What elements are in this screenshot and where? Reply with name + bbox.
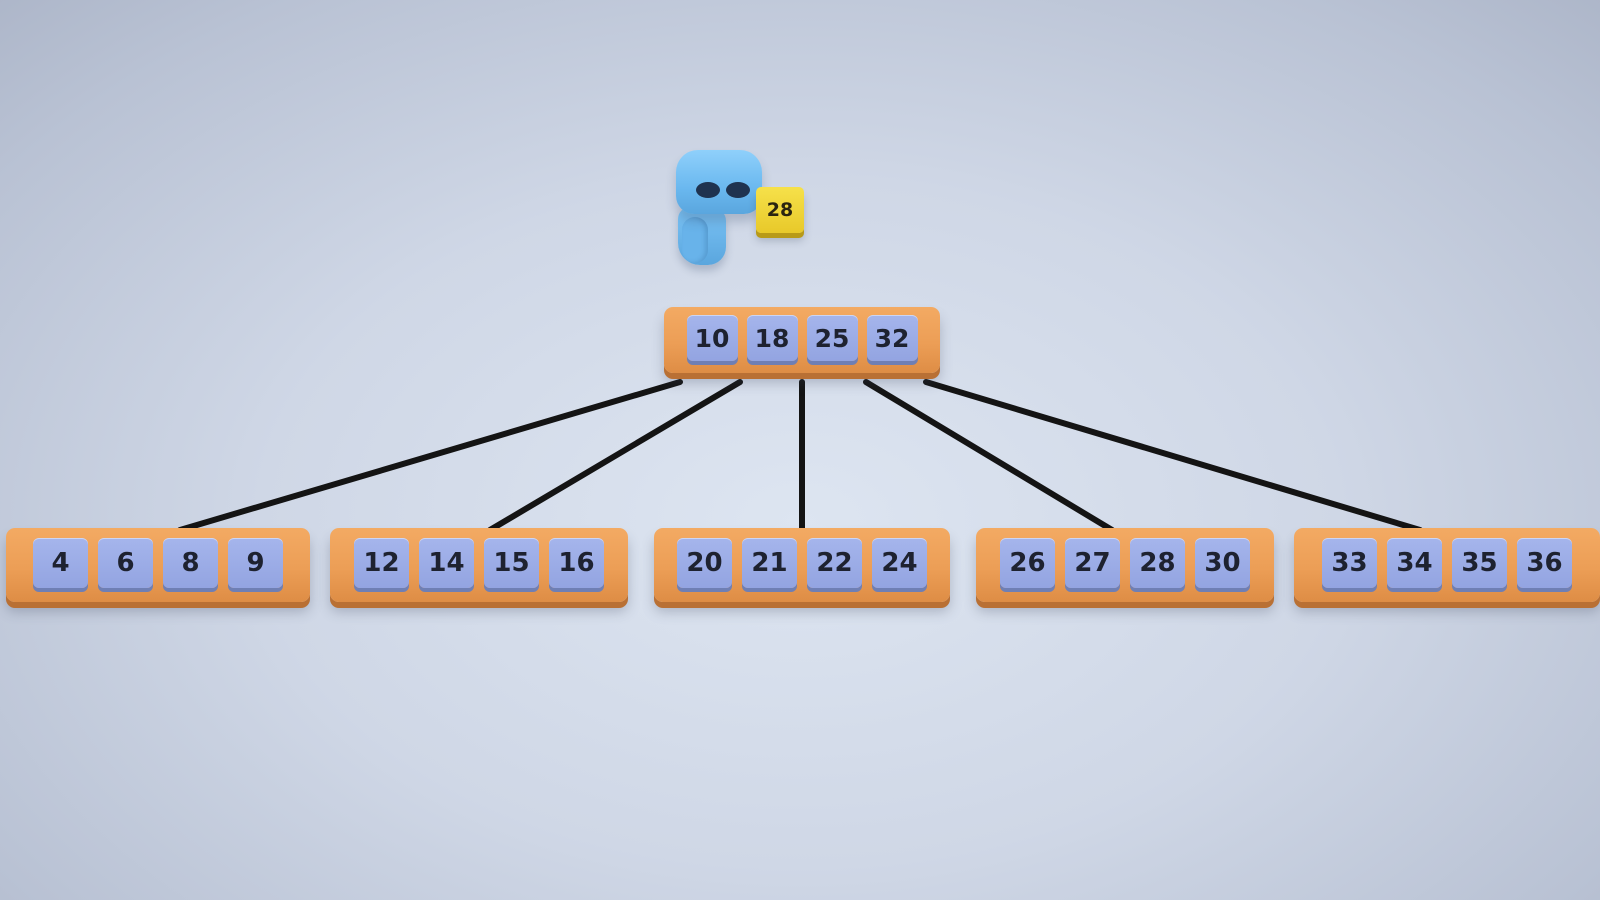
edge-root-to-leaf-4 (863, 379, 1115, 533)
leaf-node-1: 4 6 8 9 (6, 528, 310, 602)
leaf-2-key-2: 14 (419, 538, 474, 588)
leaf-node-4: 26 27 28 30 (976, 528, 1274, 602)
root-key-4: 32 (866, 315, 918, 361)
robot-pointing-finger (682, 217, 708, 263)
leaf-2-key-1: 12 (354, 538, 409, 588)
leaf-node-3: 20 21 22 24 (654, 528, 950, 602)
leaf-3-key-4: 24 (872, 538, 927, 588)
leaf-5-key-1: 33 (1322, 538, 1377, 588)
leaf-2-key-4: 16 (549, 538, 604, 588)
leaf-3-key-1: 20 (677, 538, 732, 588)
robot-left-eye (696, 182, 720, 198)
leaf-1-key-3: 8 (163, 538, 218, 588)
search-key-tile: 28 (756, 187, 804, 233)
leaf-5-key-2: 34 (1387, 538, 1442, 588)
leaf-1-key-1: 4 (33, 538, 88, 588)
leaf-4-key-4: 30 (1195, 538, 1250, 588)
leaf-2-key-3: 15 (484, 538, 539, 588)
leaf-4-key-3: 28 (1130, 538, 1185, 588)
leaf-4-key-1: 26 (1000, 538, 1055, 588)
leaf-5-key-4: 36 (1517, 538, 1572, 588)
leaf-5-key-3: 35 (1452, 538, 1507, 588)
root-key-1: 10 (686, 315, 738, 361)
leaf-3-key-2: 21 (742, 538, 797, 588)
robot-right-eye (726, 182, 750, 198)
edge-root-to-leaf-2 (487, 379, 743, 533)
root-key-3: 25 (806, 315, 858, 361)
edge-root-to-leaf-1 (177, 379, 683, 533)
leaf-node-5: 33 34 35 36 (1294, 528, 1600, 602)
leaf-1-key-4: 9 (228, 538, 283, 588)
edge-root-to-leaf-5 (923, 379, 1423, 533)
root-node: 10 18 25 32 (664, 307, 940, 373)
search-pointer-robot: 28 (660, 145, 820, 275)
leaf-1-key-2: 6 (98, 538, 153, 588)
robot-head (676, 150, 762, 214)
leaf-3-key-3: 22 (807, 538, 862, 588)
leaf-4-key-2: 27 (1065, 538, 1120, 588)
root-key-2: 18 (746, 315, 798, 361)
leaf-node-2: 12 14 15 16 (330, 528, 628, 602)
